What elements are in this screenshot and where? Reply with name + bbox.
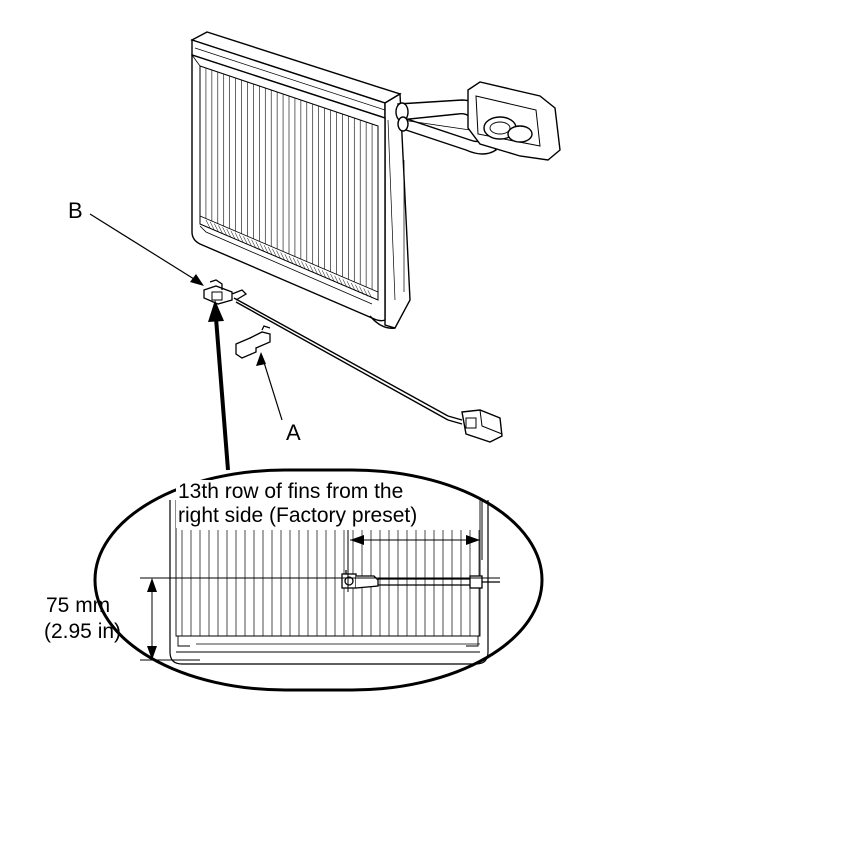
core-hatch-line [209, 221, 215, 230]
core-hatch-line [276, 250, 281, 259]
core-hatch-line [326, 272, 331, 281]
core-hatch-line [284, 254, 290, 263]
core-hatch-line [309, 264, 314, 274]
core-hatch-line [363, 288, 368, 297]
core-hatch-line [359, 286, 364, 295]
core-hatch-line [218, 225, 223, 234]
core-hatch-line [346, 281, 352, 290]
evaporator-bottom-strip [205, 219, 373, 299]
core-hatch-line [255, 241, 261, 250]
core-hatch-line [305, 263, 310, 272]
evaporator-fins [205, 68, 373, 290]
core-hatch-line [243, 236, 248, 245]
core-hatch-line [292, 257, 298, 266]
core-hatch-line [313, 266, 319, 275]
core-hatch-line [355, 284, 360, 293]
core-hatch-line [342, 279, 348, 288]
wire-connector-icon [461, 409, 503, 443]
detail-fins [181, 530, 480, 636]
core-hatch-line [272, 248, 277, 257]
core-hatch-line [230, 230, 236, 239]
sensor-clip-a [235, 325, 271, 359]
core-hatch-line [351, 282, 356, 292]
callout-a: A [286, 420, 301, 445]
core-hatch-line [367, 290, 373, 299]
dimension-mm: 75 mm [46, 594, 111, 617]
detail-view-frame [93, 468, 544, 692]
core-hatch-line [297, 259, 302, 268]
core-hatch-line [338, 277, 344, 286]
core-hatch-line [222, 227, 227, 236]
dimension-in: (2.95 in) [44, 620, 122, 643]
core-hatch-line [238, 234, 244, 243]
temperature-sensor-icon [203, 279, 248, 305]
core-hatch-line [280, 252, 285, 261]
detail-evaporator [169, 500, 489, 665]
detail-sensor [341, 570, 379, 589]
measurement-guides [140, 500, 500, 661]
core-hatch-line [226, 228, 231, 238]
callout-leaders [89, 213, 283, 421]
detail-pointer-arrow [208, 300, 230, 471]
core-hatch-line [268, 246, 273, 256]
core-hatch-line [317, 268, 323, 277]
core-hatch-line [330, 273, 335, 283]
core-hatch-line [251, 239, 256, 248]
core-hatch-line [334, 275, 339, 284]
sensor-harness [233, 297, 463, 425]
core-hatch-line [247, 237, 252, 247]
detail-wire [378, 575, 500, 589]
detail-note-line1: 13th row of fins from the [176, 480, 406, 504]
core-hatch-line [205, 219, 211, 229]
core-hatch-line [263, 245, 269, 254]
core-hatch-line [288, 255, 294, 265]
core-hatch-line [234, 232, 240, 241]
core-hatch-line [214, 223, 219, 232]
core-hatch-line [301, 261, 306, 270]
pipe-flange [467, 81, 561, 161]
core-hatch-line [321, 270, 327, 279]
detail-note-line2: right side (Factory preset) [176, 504, 420, 528]
core-hatch-line [259, 243, 265, 252]
callout-b: B [68, 198, 83, 223]
